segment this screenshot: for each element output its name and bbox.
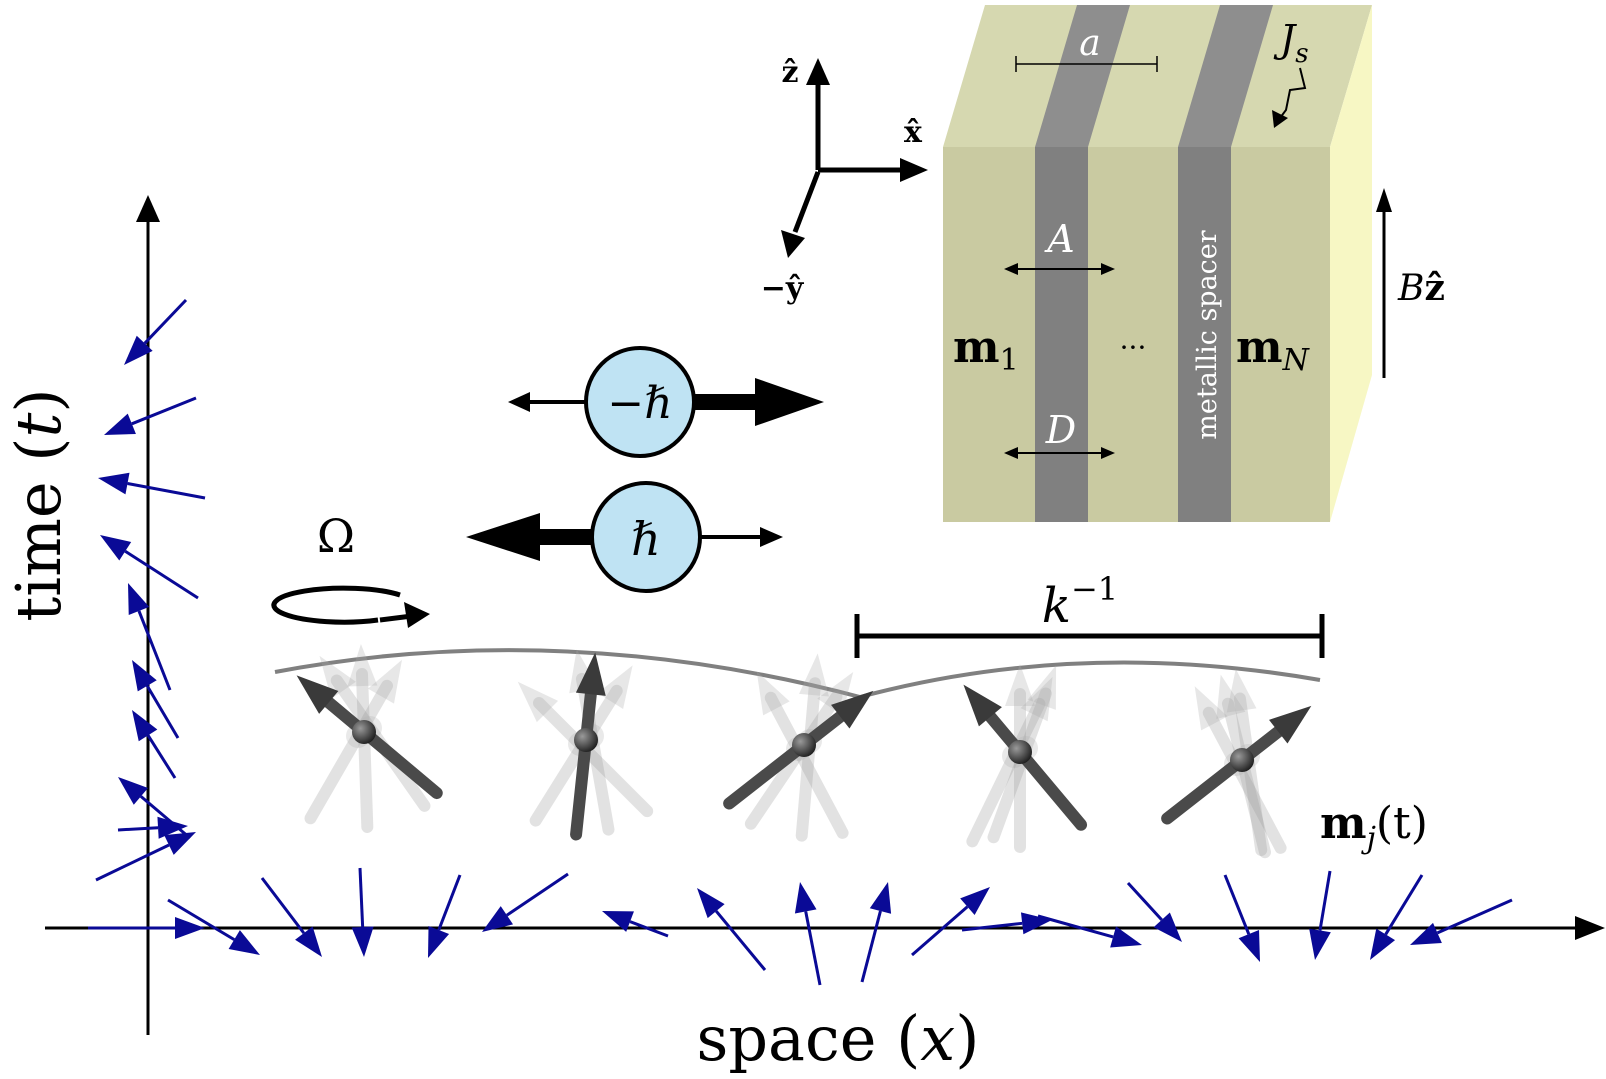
time-axis-label: time (t) <box>2 388 75 621</box>
x-axis-label: x̂ <box>904 115 923 150</box>
stack-top-face <box>943 5 1372 147</box>
time-spin-arrow <box>117 816 188 839</box>
time-axis-spin-arrows <box>95 298 206 882</box>
space-spin-arrow <box>167 898 260 955</box>
coordinate-frame <box>781 58 928 258</box>
wavelength-label: k−1 <box>1042 570 1118 634</box>
spacer-label: metallic spacer <box>1192 230 1223 439</box>
spin-5 <box>1161 705 1312 825</box>
space-spin-arrow <box>482 872 569 932</box>
space-spin-arrow <box>860 882 892 983</box>
space-spin-arrow <box>1370 874 1424 960</box>
spacer-layer-2 <box>1178 147 1231 522</box>
time-spin-arrow <box>132 710 177 779</box>
last-layer-magnetization: mN <box>1236 322 1311 378</box>
space-spin-arrow <box>794 882 822 986</box>
spacer-layer-1 <box>1035 147 1088 522</box>
time-spin-arrow <box>98 472 206 500</box>
space-spin-arrow <box>1309 870 1332 960</box>
time-spin-arrow <box>124 298 188 365</box>
magnon-minus <box>508 346 824 458</box>
space-spin-arrow <box>428 874 462 958</box>
space-spin-arrow <box>602 911 669 938</box>
thickness-D-marker <box>1004 447 1115 459</box>
layer-width-label: a <box>1079 23 1100 64</box>
space-spin-arrow <box>1410 898 1513 945</box>
space-axis-spin-arrows <box>88 867 1513 986</box>
spin-3 <box>723 690 874 810</box>
multilayer-stack <box>943 5 1372 522</box>
layer-width-bar <box>1015 56 1158 72</box>
stack-front-face <box>943 147 1330 522</box>
space-axis-label: space (x) <box>697 1002 980 1075</box>
neg-y-axis-label: −ŷ <box>761 271 805 306</box>
time-spin-arrow <box>100 535 199 600</box>
thickness-A-label: A <box>1044 217 1074 261</box>
spin-4 <box>963 684 1088 831</box>
z-axis-label: ẑ <box>781 55 798 90</box>
magnetic-field-arrow <box>1376 188 1392 378</box>
moment-label: mj(t) <box>1320 798 1428 856</box>
space-spin-arrow <box>1223 874 1260 962</box>
time-spin-arrow <box>104 396 197 435</box>
spin-1 <box>296 675 443 800</box>
coupling-squiggle <box>1272 67 1307 128</box>
magnon-minus-label: −ℏ <box>607 378 672 429</box>
spin-wave-envelope <box>274 648 1321 700</box>
thickness-D-label: D <box>1045 408 1076 452</box>
time-spin-arrow <box>128 583 172 691</box>
wavelength-bar <box>854 614 1325 658</box>
spin-2 <box>570 652 606 841</box>
magnon-plus-label: ℏ <box>631 512 661 566</box>
precession-frequency-label: Ω <box>317 509 355 563</box>
spin-chain <box>296 644 1312 859</box>
time-spin-arrow <box>132 660 180 739</box>
magnon-plus <box>466 481 783 593</box>
thickness-A-marker <box>1004 263 1115 275</box>
space-spin-arrow <box>1037 914 1142 948</box>
layer-ellipsis: ··· <box>1120 331 1147 364</box>
time-spin-arrow <box>118 777 191 840</box>
time-spin-arrow <box>95 832 196 882</box>
space-spin-arrow <box>697 888 767 971</box>
first-layer-magnetization: m1 <box>953 322 1019 378</box>
precession-arrow <box>271 585 430 628</box>
stack-side-face <box>1330 5 1372 522</box>
space-spin-arrow <box>961 912 1052 935</box>
magnetic-field-label: Bẑ <box>1397 267 1445 309</box>
space-spin-arrow <box>88 917 205 939</box>
space-spin-arrow <box>351 867 374 957</box>
space-spin-arrow <box>260 877 322 957</box>
space-spin-arrow <box>911 887 990 957</box>
space-spin-arrow <box>1126 881 1182 942</box>
space-axis <box>45 916 1605 940</box>
